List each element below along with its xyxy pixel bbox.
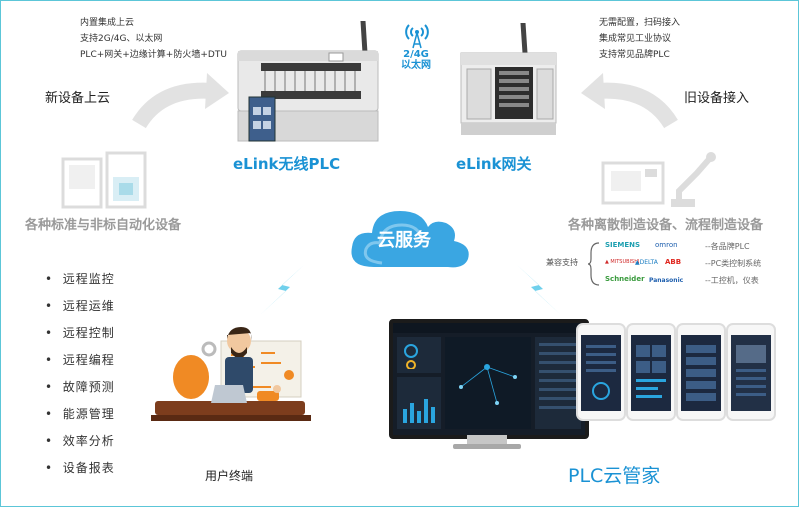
plc-feature: 内置集成上云 — [80, 18, 135, 28]
brace-icon — [587, 242, 600, 286]
brand-schneider: Schneider — [605, 275, 645, 283]
function-item-label: 设备报表 — [62, 461, 115, 475]
function-item: • 远程控制 — [45, 326, 115, 340]
monitor-base — [453, 444, 521, 449]
lightning-icon — [517, 265, 561, 315]
brand-siemens: SIEMENS — [605, 241, 641, 249]
brand-logos: SIEMENS omron ▲ MITSUBISHI ▲DELTA ABB Sc… — [605, 239, 685, 289]
cloud-label: 云服务 — [377, 230, 431, 251]
gateway-feature-list: 无需配置，扫码接入 集成常见工业协议 支持常见品牌PLC — [599, 15, 680, 63]
function-item: • 设备报表 — [45, 461, 115, 475]
phone-device — [626, 323, 676, 421]
gateway-feature: 集成常见工业协议 — [599, 34, 672, 44]
old-device-label: 旧设备接入 — [684, 91, 750, 106]
function-item: • 效率分析 — [45, 434, 115, 448]
brand-mitsubishi: ▲ MITSUBISHI — [605, 259, 640, 265]
phone-device — [726, 323, 776, 421]
function-item-label: 效率分析 — [62, 434, 115, 448]
phone-ui-icon — [636, 345, 666, 398]
dashboard-panel — [397, 337, 441, 373]
map-network-icon — [459, 364, 517, 405]
plc-feature: 支持2G/4G、以太网 — [80, 34, 163, 44]
phone-ui-icon — [686, 345, 716, 401]
user-terminal-label: 用户终端 — [205, 469, 254, 483]
plc-label: eLink无线PLC — [233, 155, 341, 173]
brand-abb: ABB — [665, 258, 682, 266]
signal-label-line: 2/4G — [403, 49, 429, 60]
function-item: • 故障预测 — [45, 380, 115, 394]
gauge-icon — [404, 344, 418, 369]
function-item-label: 远程控制 — [62, 326, 115, 340]
dashboard-header — [393, 323, 585, 333]
compat-caption: --各品牌PLC — [705, 242, 750, 251]
signal-tower-icon — [405, 24, 429, 49]
function-item: • 远程监控 — [45, 272, 115, 286]
function-item-label: 远程编程 — [62, 353, 115, 367]
plc-feature: PLC+网关+边缘计算+防火墙+DTU — [80, 50, 227, 60]
function-item-label: 远程监控 — [62, 272, 115, 286]
compat-label: 兼容支持 — [546, 258, 578, 267]
app-label: PLC云管家 — [568, 465, 661, 487]
gateway-feature: 支持常见品牌PLC — [599, 50, 670, 60]
function-item: • 远程运维 — [45, 299, 115, 313]
user-terminal-illustration — [151, 327, 311, 421]
compat-caption: --工控机，仪表 — [705, 276, 759, 285]
old-device-arrow-icon — [581, 73, 678, 129]
cloud-service-icon — [351, 211, 469, 268]
monitor-screen — [389, 319, 589, 439]
signal-label: 2/4G 以太网 — [391, 49, 441, 71]
compat-captions: --各品牌PLC --PC类控制系统 --工控机，仪表 — [705, 238, 761, 289]
manufacturing-equipment-icon — [601, 152, 716, 207]
brand-delta: ▲DELTA — [635, 259, 658, 266]
function-item-label: 故障预测 — [62, 380, 115, 394]
phone-device — [676, 323, 726, 421]
function-item: • 远程编程 — [45, 353, 115, 367]
function-item-label: 远程运维 — [62, 299, 115, 313]
bar-graphic-icon — [403, 399, 435, 423]
signal-label-line: 以太网 — [401, 60, 431, 71]
gateway-label: eLink网关 — [456, 155, 532, 173]
brand-omron: omron — [655, 241, 678, 249]
brand-panasonic: Panasonic — [649, 277, 684, 284]
phone-ui-icon — [586, 345, 616, 400]
lightning-icon — [260, 265, 304, 315]
function-list: • 远程监控 • 远程运维 • 远程控制 • 远程编程 • 故障预测 • 能源管… — [45, 266, 115, 482]
phone-ui-icon — [736, 345, 766, 396]
automation-equipment-icon — [61, 151, 147, 209]
table-lines-icon — [539, 343, 577, 409]
compat-caption: --PC类控制系统 — [705, 259, 762, 268]
gateway-feature: 无需配置，扫码接入 — [599, 18, 681, 28]
monitor-stand — [467, 435, 507, 445]
phone-device — [576, 323, 626, 421]
plc-feature-list: 内置集成上云 支持2G/4G、以太网 PLC+网关+边缘计算+防火墙+DTU — [80, 15, 227, 63]
function-item: • 能源管理 — [45, 407, 115, 421]
dashboard-map — [445, 337, 531, 429]
elink-plc-device-icon — [237, 21, 379, 142]
new-device-arrow-icon — [132, 73, 229, 129]
right-devices-label: 各种离散制造设备、流程制造设备 — [568, 218, 764, 233]
function-item-label: 能源管理 — [62, 407, 115, 421]
left-devices-label: 各种标准与非标自动化设备 — [25, 218, 182, 233]
new-device-label: 新设备上云 — [45, 91, 111, 106]
elink-gateway-device-icon — [460, 23, 557, 135]
